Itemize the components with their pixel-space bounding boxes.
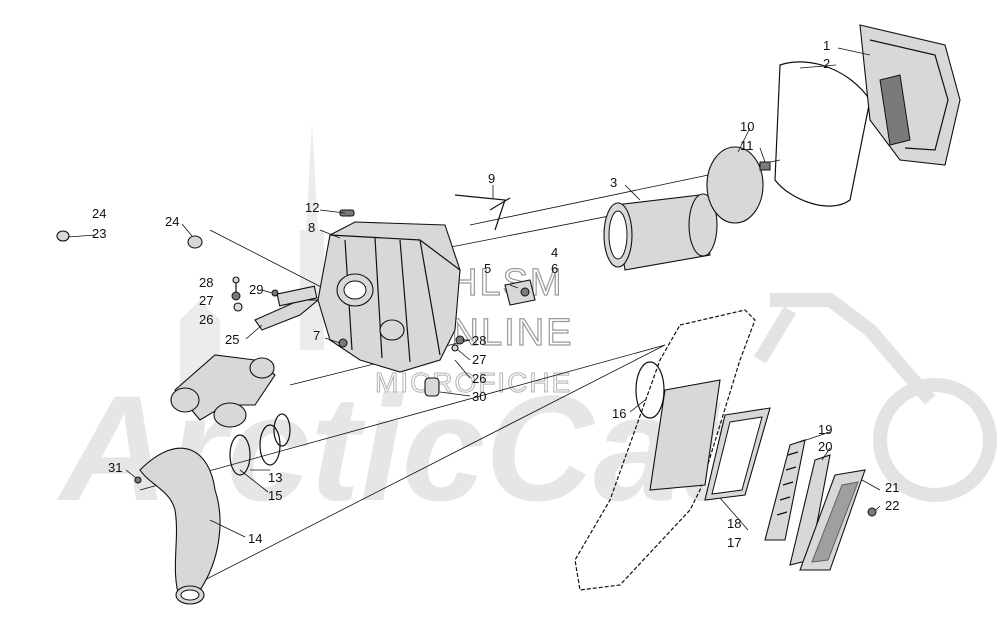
- airbox-housing: [317, 209, 461, 397]
- callout-8: 8: [308, 220, 315, 235]
- callout-26-b: 26: [472, 371, 486, 386]
- callout-18: 18: [727, 516, 741, 531]
- intake-tube: [134, 413, 291, 605]
- callout-25: 25: [225, 332, 239, 347]
- callout-30: 30: [472, 389, 486, 404]
- callout-7: 7: [313, 328, 320, 343]
- callout-28-a: 28: [199, 275, 213, 290]
- intake-elbow: [170, 354, 276, 428]
- callout-11: 11: [740, 138, 754, 153]
- callout-20: 20: [818, 439, 832, 454]
- motorcycle-watermark-icon: [753, 293, 997, 502]
- callout-26-a: 26: [199, 312, 213, 327]
- callout-6: 6: [551, 261, 558, 276]
- watermark-line1: HLSM: [450, 262, 564, 304]
- callout-4: 4: [551, 245, 558, 260]
- gasket-ring: [774, 61, 871, 207]
- air-filter-element: [603, 193, 718, 271]
- seal-ring: [635, 361, 665, 419]
- vent-cover: [799, 469, 877, 571]
- callouts: 1 2 3 4 5 6 7 8 9 10 11 12 13 14 15 16 1…: [92, 38, 899, 550]
- filter-frame: [704, 407, 771, 501]
- callout-15: 15: [268, 488, 282, 503]
- callout-16: 16: [612, 406, 626, 421]
- callout-24-b: 24: [165, 214, 179, 229]
- sensor-clip: [504, 279, 536, 306]
- callout-14: 14: [248, 531, 262, 546]
- watermark: ArcticCat HLSM ONLINE MICROFICHE: [56, 120, 997, 532]
- callout-3: 3: [610, 175, 617, 190]
- callout-2: 2: [823, 56, 830, 71]
- callout-24-a: 24: [92, 206, 106, 221]
- callout-13: 13: [268, 470, 282, 485]
- callout-22: 22: [885, 498, 899, 513]
- latch-rod: [454, 194, 511, 231]
- watermark-brand: ArcticCat: [56, 364, 733, 532]
- airbox-cover: [859, 24, 961, 166]
- side-panel: [574, 309, 756, 591]
- breather-hose: [20, 230, 203, 263]
- leader-lines: [67, 47, 881, 538]
- callout-12: 12: [305, 200, 319, 215]
- callout-5: 5: [484, 261, 491, 276]
- church-watermark-icon: [180, 120, 324, 400]
- callout-27-a: 27: [199, 293, 213, 308]
- callout-27-b: 27: [472, 352, 486, 367]
- callout-1: 1: [823, 38, 830, 53]
- filter-disc: [706, 146, 771, 224]
- callout-23: 23: [92, 226, 106, 241]
- callout-9: 9: [488, 171, 495, 186]
- callout-21: 21: [885, 480, 899, 495]
- callout-10: 10: [740, 119, 754, 134]
- callout-29: 29: [249, 282, 263, 297]
- callout-31: 31: [108, 460, 122, 475]
- callout-17: 17: [727, 535, 741, 550]
- callout-28-b: 28: [472, 333, 486, 348]
- watermark-line3: MICROFICHE: [375, 367, 572, 398]
- callout-19: 19: [818, 422, 832, 437]
